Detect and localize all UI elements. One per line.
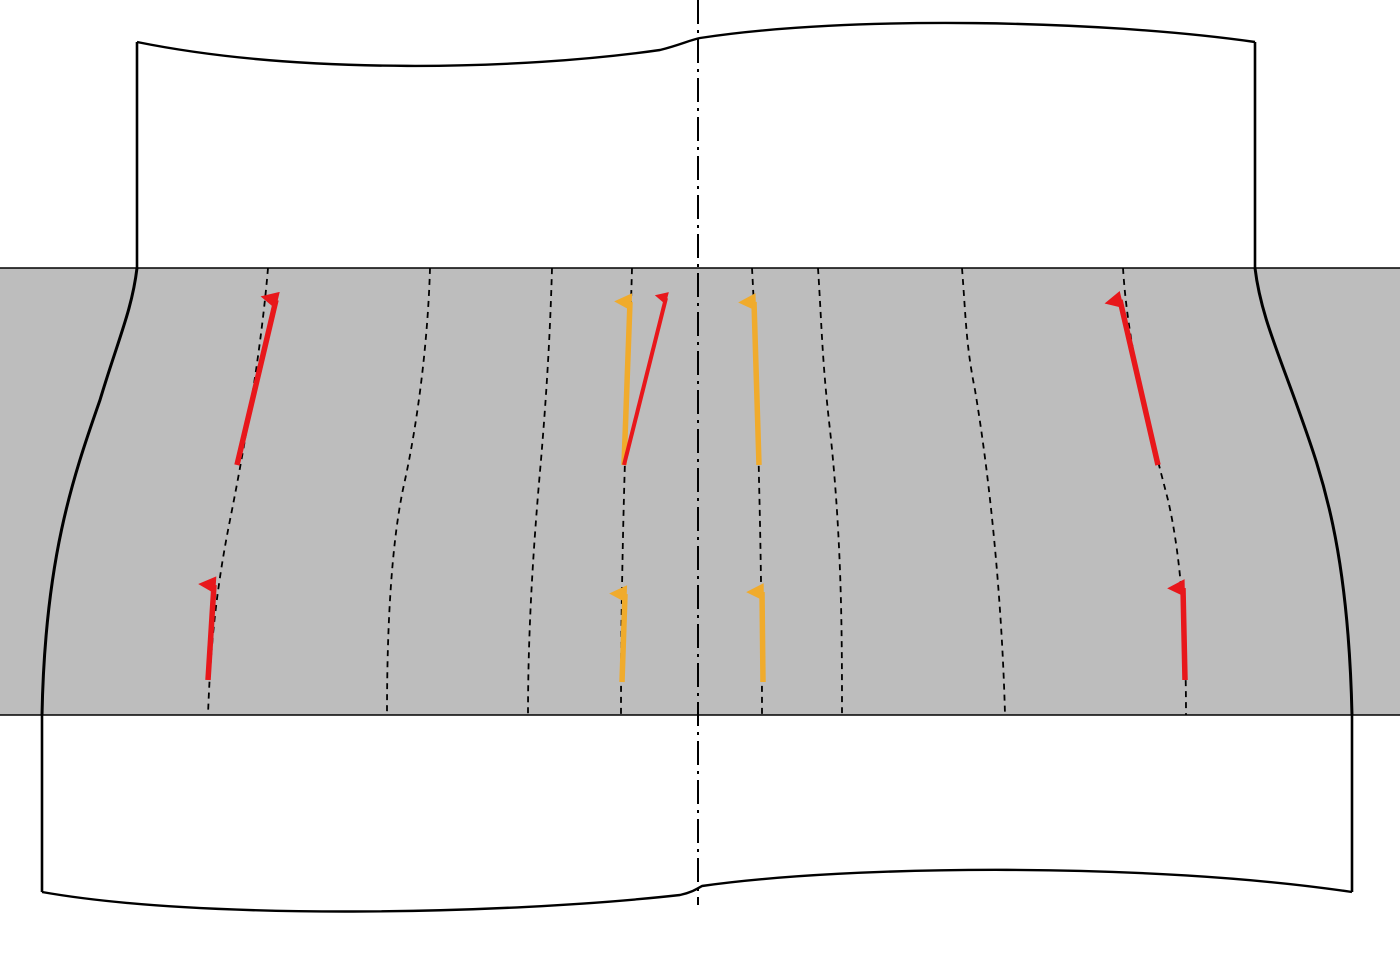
right-bulge-wall bbox=[1253, 267, 1354, 716]
red-arrow-left-lower bbox=[198, 576, 217, 681]
orange-arrow-center-left-lower bbox=[609, 585, 628, 683]
orange-arrow-center-right-upper bbox=[738, 293, 762, 466]
flow-line-3 bbox=[527, 267, 553, 716]
top-specimen-edge bbox=[136, 21, 1256, 68]
red-arrow-right-upper bbox=[1104, 291, 1161, 466]
orange-arrow-center-left-upper bbox=[614, 293, 633, 466]
bottom-specimen-edge bbox=[41, 868, 1353, 913]
red-arrow-right-lower bbox=[1167, 579, 1188, 681]
deformation-band bbox=[0, 268, 1400, 715]
flow-line-2 bbox=[386, 267, 431, 716]
orange-arrow-center-right-lower bbox=[746, 583, 766, 683]
flow-line-6 bbox=[817, 267, 843, 716]
red-arrow-left-upper bbox=[234, 291, 280, 466]
red-arrow-center-oblique bbox=[622, 292, 669, 466]
left-bulge-wall bbox=[40, 267, 139, 716]
